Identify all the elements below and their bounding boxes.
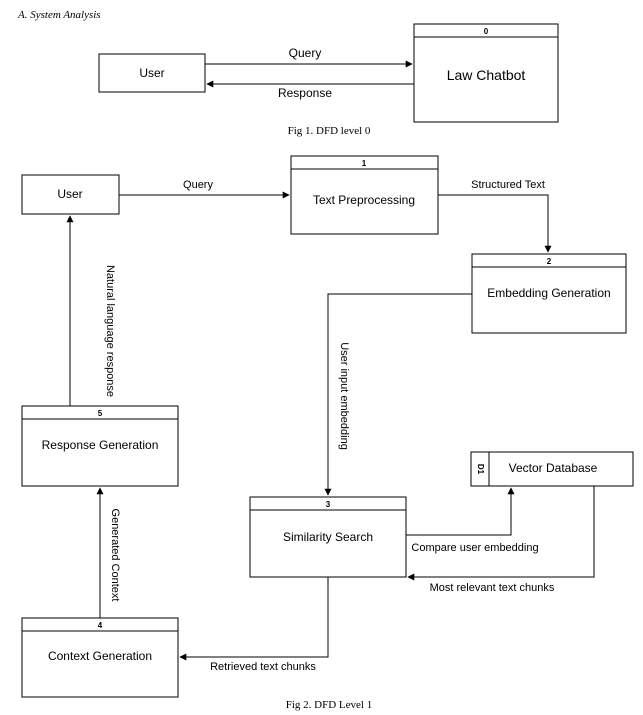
section-heading: A. System Analysis [17,9,101,21]
flow-relevant-chunks-label: Most relevant text chunks [430,582,555,594]
data-store-box [470,451,634,487]
flow-natural-response-label: Natural language response [104,265,116,397]
process-2-number: 2 [547,257,552,266]
process-5-label: Response Generation [42,438,159,452]
flow-retrieved-chunks-label: Retrieved text chunks [210,661,316,673]
process-3-number: 3 [326,500,331,509]
process-4-label: Context Generation [48,649,152,663]
flow-relevant-chunks-arrow [407,486,595,581]
flow-compare-embedding-label: Compare user embedding [411,542,538,554]
data-store-label: Vector Database [509,461,598,475]
level0-diagram: User 0 Law Chatbot Query Response Fig 1.… [98,23,559,137]
process-1-number: 1 [362,159,367,168]
flow-structured-text-label: Structured Text [471,179,545,191]
level0-process-box [413,23,559,123]
level0-query-label: Query [289,46,322,60]
data-store-id: D1 [476,464,485,475]
process-4-number: 4 [98,621,103,630]
flow-generated-context-label: Generated Context [109,509,121,602]
process-5-number: 5 [98,409,103,418]
process-2-label: Embedding Generation [487,286,610,300]
level0-user-label: User [139,66,164,80]
level0-response-label: Response [278,86,332,100]
level1-caption: Fig 2. DFD Level 1 [286,699,372,711]
process-3-label: Similarity Search [283,530,373,544]
level0-caption: Fig 1. DFD level 0 [288,125,371,137]
flow-natural-response-arrow [66,215,100,407]
flow-query-label: Query [183,179,213,191]
flow-retrieved-chunks-arrow [179,577,329,661]
level0-process-label: Law Chatbot [447,67,526,83]
level1-user-label: User [57,187,82,201]
level0-user-entity [98,53,206,93]
level1-diagram: User 1 Text Preprocessing 2 Embedding Ge… [21,155,634,711]
flow-structured-text-arrow [438,194,552,253]
process-1-label: Text Preprocessing [313,193,415,207]
flow-compare-embedding-arrow [406,487,515,536]
flow-user-input-embedding-label: User input embedding [338,342,350,450]
level1-user-entity [21,174,120,215]
flow-user-input-embedding-arrow [324,293,472,496]
level0-process-number: 0 [484,27,489,36]
